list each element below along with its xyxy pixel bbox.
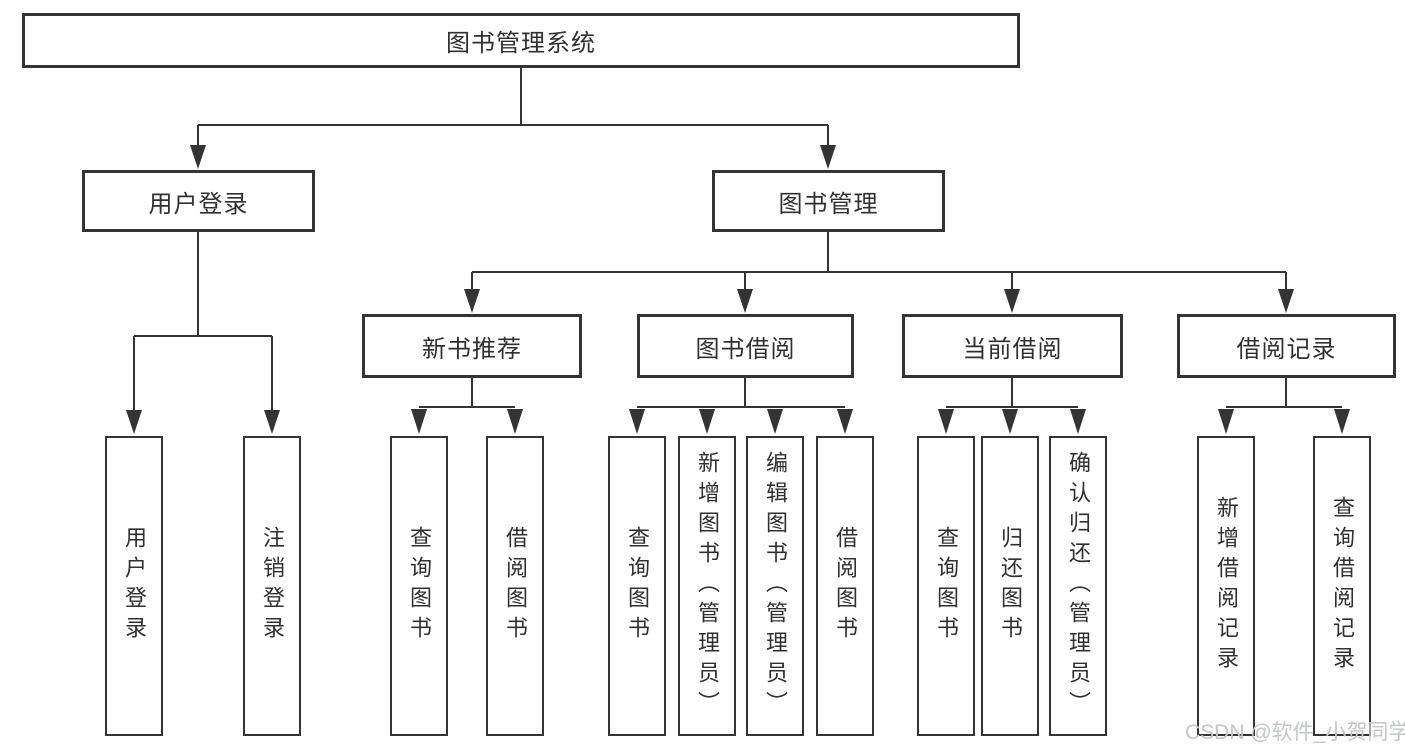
currentborrow-to-leaves-line <box>946 378 1078 408</box>
node-book-borrow: 图书借阅 <box>637 314 854 378</box>
node-label: 借阅记录 <box>1236 335 1337 363</box>
userlogin-to-leaves-line <box>133 232 273 411</box>
arrowhead <box>411 409 427 434</box>
arrowhead <box>820 145 836 169</box>
leaf-return-book: 归还图书 <box>981 436 1039 736</box>
csdn-watermark: CSDN @软件_小贺同学 <box>1185 721 1405 744</box>
leaf-label: 借阅图书 <box>833 526 858 646</box>
arrowheads <box>126 145 1350 434</box>
node-label: 用户登录 <box>148 190 249 218</box>
leaf-label: 查询图书 <box>625 526 650 646</box>
arrowhead <box>737 289 753 313</box>
leaf-label: 借阅图书 <box>503 526 528 646</box>
node-new-book-recommend: 新书推荐 <box>362 314 582 378</box>
arrowhead <box>264 410 280 434</box>
leaf-label: 归还图书 <box>998 526 1023 646</box>
leaf-edit-book-admin: 编辑图书（管理员） <box>746 436 804 736</box>
arrowhead <box>699 409 715 434</box>
arrowhead <box>1004 289 1020 313</box>
leaf-add-book-admin: 新增图书（管理员） <box>678 436 736 736</box>
leaf-label: 查询图书 <box>407 526 432 646</box>
arrowhead <box>190 145 206 169</box>
arrowhead <box>767 409 783 434</box>
leaf-borrow-book: 借阅图书 <box>816 436 874 736</box>
node-label: 当前借阅 <box>962 335 1063 363</box>
node-label: 新书推荐 <box>422 335 522 363</box>
connector-lines <box>133 68 1342 411</box>
leaf-user-login: 用户登录 <box>105 436 163 736</box>
arrowhead <box>629 409 645 434</box>
leaf-borrow-book-recommend: 借阅图书 <box>486 436 544 736</box>
leaf-query-book-current: 查询图书 <box>917 436 975 736</box>
node-user-login: 用户登录 <box>82 170 315 232</box>
leaf-label: 编辑图书（管理员） <box>763 451 788 721</box>
node-current-borrow: 当前借阅 <box>902 314 1123 378</box>
node-borrow-records: 借阅记录 <box>1177 314 1396 378</box>
arrowhead <box>1218 409 1234 434</box>
bookborrow-to-leaves-line <box>637 378 845 408</box>
arrowhead <box>938 409 954 434</box>
leaf-confirm-return-admin: 确认归还（管理员） <box>1049 436 1107 736</box>
leaf-query-book-borrow: 查询图书 <box>608 436 666 736</box>
leaf-label: 新增借阅记录 <box>1214 496 1239 676</box>
node-library-management-system: 图书管理系统 <box>22 13 1020 68</box>
leaf-label: 新增图书（管理员） <box>695 451 720 721</box>
bookmgmt-to-level3-line <box>471 232 1287 291</box>
arrowhead <box>1070 409 1086 434</box>
arrowhead <box>126 410 142 434</box>
newbook-to-leaves-line <box>419 378 515 408</box>
leaf-label: 确认归还（管理员） <box>1066 451 1091 721</box>
root-to-level2-line <box>197 68 829 147</box>
leaf-query-book-recommend: 查询图书 <box>390 436 448 736</box>
leaf-label: 注销登录 <box>260 526 285 646</box>
leaf-label: 查询图书 <box>934 526 959 646</box>
leaf-query-borrow-record: 查询借阅记录 <box>1313 436 1371 736</box>
leaf-logout: 注销登录 <box>243 436 301 736</box>
leaf-label: 用户登录 <box>122 526 147 646</box>
arrowhead <box>837 409 853 434</box>
node-label: 图书管理系统 <box>446 30 596 57</box>
leaf-add-borrow-record: 新增借阅记录 <box>1197 436 1255 736</box>
arrowhead <box>1278 289 1294 313</box>
leaf-label: 查询借阅记录 <box>1330 496 1355 676</box>
arrowhead <box>1334 409 1350 434</box>
arrowhead <box>507 409 523 434</box>
arrowhead <box>1002 409 1018 434</box>
node-book-management: 图书管理 <box>712 170 945 232</box>
borrowrecord-to-leaves-line <box>1226 378 1342 408</box>
node-label: 图书管理 <box>778 190 879 218</box>
arrowhead <box>464 289 480 313</box>
node-label: 图书借阅 <box>695 335 796 363</box>
